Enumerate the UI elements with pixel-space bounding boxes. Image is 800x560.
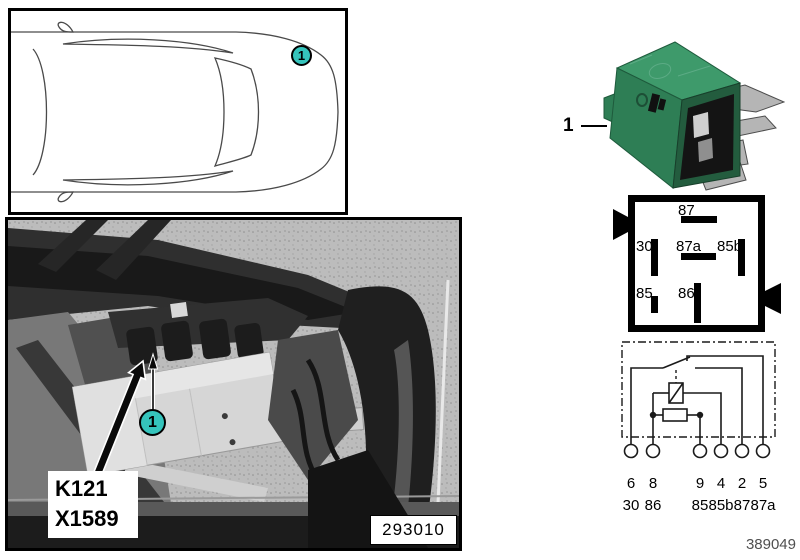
schematic-diagram bbox=[621, 341, 776, 459]
connector-code: X1589 bbox=[55, 506, 119, 531]
relay-illustration bbox=[603, 41, 785, 191]
terminal-name-label: 30 bbox=[622, 497, 640, 514]
wire-87a bbox=[695, 367, 743, 444]
callout-1-badge-photo: 1 bbox=[139, 409, 166, 436]
pin-30-label: 30 bbox=[636, 238, 653, 255]
photo-number-label: 293010 bbox=[370, 515, 457, 545]
car-inset-box: 1 bbox=[8, 8, 348, 215]
wire-30 bbox=[630, 367, 663, 444]
pin-number-label: 8 bbox=[648, 475, 658, 492]
trunk-hinge-arm bbox=[38, 220, 108, 272]
car-windshield bbox=[213, 57, 260, 168]
relay-callout-line bbox=[581, 125, 607, 127]
car-mirror-top bbox=[57, 21, 75, 33]
pin-number-label: 5 bbox=[758, 475, 768, 492]
big-arrow bbox=[93, 359, 147, 476]
pin-86-slot bbox=[694, 283, 701, 323]
terminal-name-label: 86 bbox=[644, 497, 662, 514]
relay-callout-label: 1 bbox=[563, 115, 574, 136]
doc-number: 389049 bbox=[745, 536, 796, 553]
terminal-name-label: 85b bbox=[708, 497, 734, 514]
pin-number-label: 9 bbox=[695, 475, 705, 492]
wire-85b bbox=[683, 392, 722, 444]
wire-87 bbox=[686, 355, 764, 444]
terminal-circles bbox=[623, 443, 771, 459]
relay-pin-cavity bbox=[680, 94, 734, 180]
car-body-outline bbox=[11, 31, 339, 193]
pin-87-slot bbox=[681, 216, 717, 223]
pin-number-label: 4 bbox=[716, 475, 726, 492]
car-mirror-bottom bbox=[57, 191, 75, 203]
switch-blade bbox=[662, 356, 691, 369]
relay-carrier-connectors bbox=[126, 318, 264, 366]
pin-diagram-box: 87 30 87a 85b 85 86 bbox=[628, 195, 765, 332]
terminal-name-label: 85 bbox=[691, 497, 709, 514]
trunk-photo-box: 1 K121 X1589 293010 bbox=[5, 217, 462, 551]
junction-dot bbox=[649, 411, 657, 419]
pin-87a-label: 87a bbox=[676, 238, 702, 255]
component-code: K121 bbox=[55, 476, 108, 501]
keying-tab-left-icon bbox=[613, 209, 628, 240]
car-side-window-bottom bbox=[62, 170, 234, 186]
car-topview-drawing bbox=[11, 21, 339, 203]
car-rear-window bbox=[32, 48, 48, 176]
car-side-window-top bbox=[62, 38, 234, 54]
terminal-name-label: 87 bbox=[733, 497, 751, 514]
keying-tab-right-icon bbox=[765, 283, 781, 314]
pin-87-label: 87 bbox=[678, 202, 695, 219]
pin-85b-label: 85b bbox=[717, 238, 743, 255]
callout-1-badge-car: 1 bbox=[291, 45, 312, 66]
pin-30-slot bbox=[651, 239, 658, 276]
pin-87a-slot bbox=[681, 253, 716, 260]
pin-number-label: 6 bbox=[626, 475, 636, 492]
pin-85-label: 85 bbox=[636, 285, 653, 302]
pin-86-label: 86 bbox=[678, 285, 695, 302]
schematic-boundary bbox=[621, 341, 776, 438]
pin-85-slot bbox=[651, 296, 658, 313]
trunk-hinge-arm bbox=[96, 220, 171, 280]
pin-number-label: 2 bbox=[737, 475, 747, 492]
pin-85b-slot bbox=[738, 239, 745, 276]
component-label-box: K121 X1589 bbox=[48, 471, 138, 538]
junction-dot bbox=[696, 411, 704, 419]
terminal-name-label: 87a bbox=[750, 497, 776, 514]
resistor-symbol bbox=[662, 408, 688, 422]
pointer-arrow bbox=[147, 352, 159, 412]
